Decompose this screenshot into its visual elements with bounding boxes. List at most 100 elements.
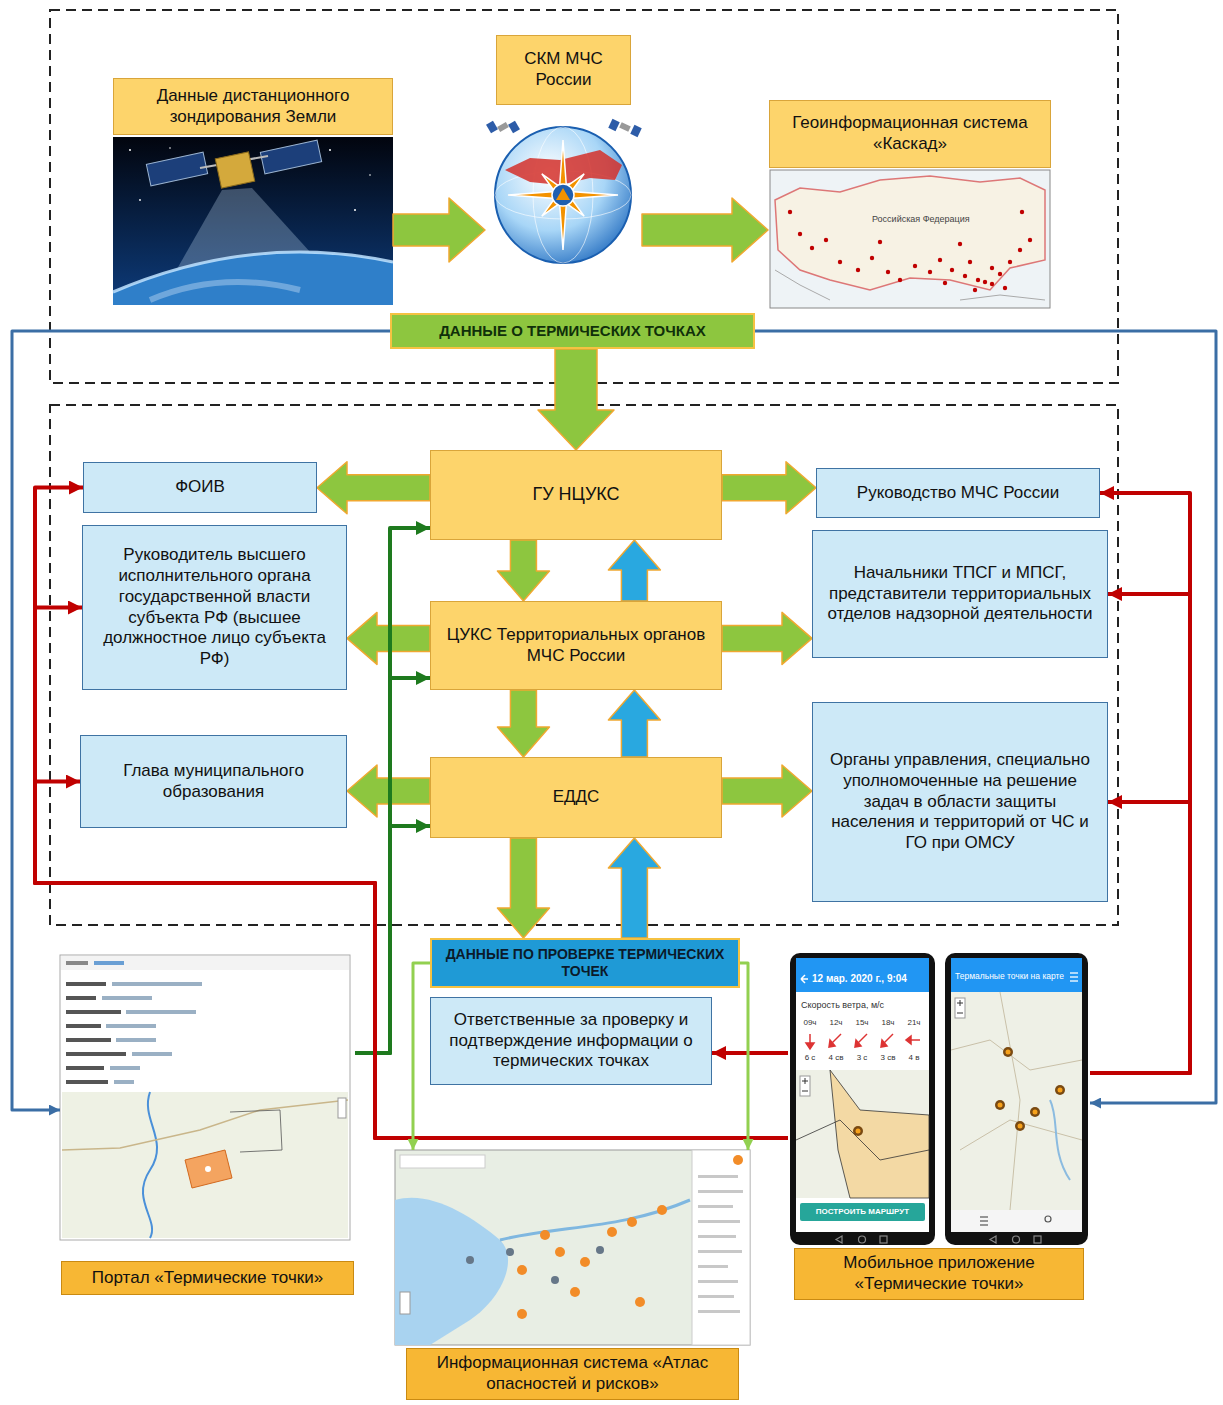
portal-screenshot [60, 955, 350, 1240]
kaskad-map [990, 282, 994, 286]
recipient-box: Руководитель высшего исполнительного орг… [82, 525, 347, 690]
phone-mockup [990, 1236, 996, 1243]
screen-text: ПОСТРОИТЬ МАРШРУТ [800, 1207, 925, 1216]
phone-mockup [951, 992, 1082, 1210]
phone-mockup [980, 1220, 988, 1221]
recipient-box: Ответственные за проверку и подтверждени… [430, 997, 712, 1085]
atlas-screenshot [395, 1150, 750, 1345]
recipient-box: ФОИВ [83, 462, 317, 513]
phone-mockup [998, 1050, 1063, 1129]
portal-screenshot [66, 1010, 121, 1014]
phone-mockup [801, 975, 808, 983]
portal-block: Портал «Термические точки» [60, 955, 355, 1295]
box-label: Ответственные за проверку и подтверждени… [441, 1010, 701, 1072]
box-label: Руководство МЧС России [857, 483, 1059, 504]
kaskad-map [1020, 210, 1024, 214]
phone-mockup [806, 1043, 814, 1049]
phone-mockup [796, 1070, 929, 1198]
kaskad-map [788, 210, 1032, 292]
satellite-picture [369, 174, 371, 176]
phone-mockup [884, 1034, 893, 1043]
atlas-screenshot [657, 1205, 667, 1215]
satellite-picture [169, 147, 171, 149]
portal-screenshot [66, 1052, 126, 1056]
phone-mockup [859, 1236, 866, 1243]
phone-mockup [951, 1210, 1082, 1232]
kaskad-map [878, 240, 882, 244]
kaskad-map [770, 170, 1050, 308]
connector-group [12, 198, 1216, 1150]
dashed-region [50, 10, 1118, 383]
phone-mockup [1070, 972, 1078, 973]
block-arrow [722, 765, 812, 817]
portal-screenshot [230, 1110, 282, 1152]
data-band: ДАННЫЕ ПО ПРОВЕРКЕ ТЕРМИЧЕСКИХ ТОЧЕК [430, 938, 740, 988]
satellite-picture [150, 282, 300, 300]
atlas-screenshot [698, 1190, 743, 1193]
globe-emblem [497, 122, 509, 132]
phone-mockup [836, 1236, 1041, 1243]
box-label: ДАННЫЕ О ТЕРМИЧЕСКИХ ТОЧКАХ [439, 322, 706, 340]
atlas-screenshot [506, 1248, 514, 1256]
portal-screenshot [205, 1166, 211, 1172]
kaskad-map [838, 260, 842, 264]
screen-text: 09ч [797, 1018, 823, 1027]
box-label: Органы управления, специально уполномоче… [823, 750, 1097, 854]
satellite-picture [354, 209, 356, 211]
phone-mockup [858, 1034, 867, 1043]
center-box: ЕДДС [430, 757, 722, 838]
atlas-screenshot [395, 1150, 750, 1345]
phone-mockup [1070, 976, 1078, 977]
satellite-picture [113, 137, 393, 305]
block-arrow [608, 690, 660, 757]
source-block: Данные дистанционного зондирования Земли [113, 78, 393, 305]
phone-mockup [1030, 1107, 1040, 1117]
atlas-screenshot [517, 1205, 667, 1319]
dashed-region [50, 10, 1118, 925]
portal-screenshot [143, 1092, 157, 1238]
kaskad-map [990, 266, 994, 270]
caption-box: СКМ МЧС России [496, 35, 631, 105]
phone-mockup [800, 1076, 810, 1096]
kaskad-map [973, 288, 977, 292]
atlas-screenshot [635, 1297, 645, 1307]
phone-mockup [960, 1000, 961, 1006]
screen-text: 18ч [875, 1018, 901, 1027]
portal-screenshot [66, 996, 96, 1000]
caption-box: Геоинформационная система «Каскад» [769, 100, 1051, 168]
portal-screenshot [106, 1024, 156, 1028]
screen-text: 12 мар. 2020 г., 9:04 [812, 973, 907, 985]
caption-box: Мобильное приложение «Термические точки» [794, 1248, 1084, 1300]
phone-mockup [802, 1091, 808, 1092]
screen-text: 6 с [797, 1053, 823, 1062]
kaskad-map [886, 270, 890, 274]
phone-mockup [805, 1078, 806, 1084]
phone-mockup [951, 992, 1082, 1210]
satellite-picture [260, 140, 321, 174]
kaskad-map [798, 232, 802, 236]
phone-mockup [1050, 1100, 1070, 1180]
atlas-screenshot [698, 1205, 733, 1208]
system-block: СКМ МЧС России [485, 35, 642, 268]
kaskad-map [950, 268, 954, 272]
kaskad-map [810, 246, 814, 250]
system-block: Геоинформационная система «Каскад» [768, 100, 1052, 308]
portal-screenshot [94, 961, 124, 965]
recipient-box: Органы управления, специально уполномоче… [812, 702, 1108, 902]
recipient-box: Руководство МЧС России [816, 468, 1100, 518]
phone-mockup [806, 1034, 920, 1049]
phone-mockup [796, 958, 929, 1232]
kaskad-map [775, 270, 1045, 300]
portal-screenshot [112, 982, 202, 986]
block-arrow [497, 540, 549, 601]
phone-mockup [1015, 1121, 1025, 1131]
atlas-screenshot [555, 1247, 565, 1257]
phone-mockup [998, 1103, 1003, 1108]
phone-mockup [957, 1013, 963, 1014]
atlas-screenshot [540, 1230, 550, 1240]
portal-screenshot [338, 1098, 346, 1118]
box-label: Глава муниципального образования [91, 761, 336, 802]
screen-text: 21ч [901, 1018, 927, 1027]
screen-text: 3 с [849, 1053, 875, 1062]
